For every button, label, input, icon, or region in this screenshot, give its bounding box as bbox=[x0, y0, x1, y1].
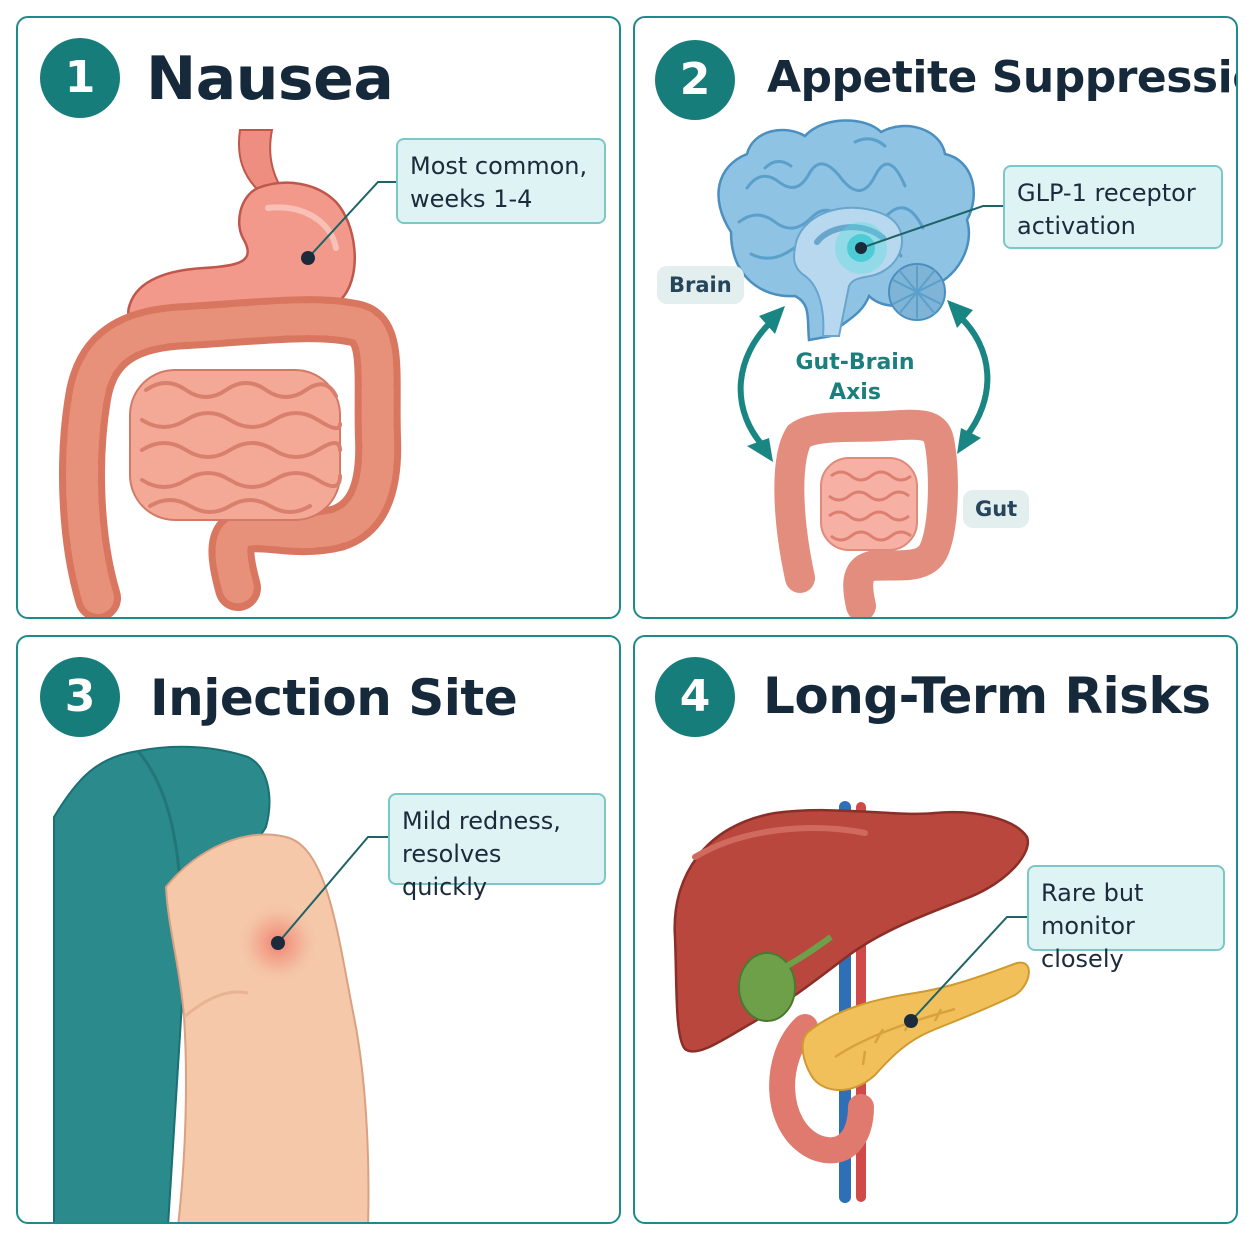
callout-box: Mild redness, resolves quickly bbox=[388, 793, 606, 901]
callout-leader bbox=[307, 181, 398, 259]
upper-arm bbox=[164, 833, 370, 1222]
panel-appetite-suppression: 2 Appetite Suppression GLP-1 receptor ac… bbox=[633, 16, 1238, 619]
panel-injection-site: 3 Injection Site Mild redness, resolves … bbox=[16, 635, 621, 1224]
callout-leader bbox=[277, 836, 388, 944]
gut-brain-axis-label: Gut-Brain Axis bbox=[795, 350, 915, 405]
axis-arrow-right bbox=[954, 311, 991, 440]
gut-label: Gut bbox=[963, 490, 1030, 528]
liver-pancreas-illustration bbox=[673, 801, 1030, 1203]
stomach-intestines-illustration bbox=[59, 129, 402, 617]
pancreas bbox=[801, 961, 1030, 1091]
callout-marker bbox=[904, 1014, 918, 1028]
duodenum bbox=[769, 1014, 874, 1164]
brain-label: Brain bbox=[657, 266, 744, 304]
callout-box: Most common, weeks 1-4 bbox=[396, 138, 606, 224]
callout-marker bbox=[855, 242, 867, 254]
callout-leader bbox=[910, 916, 1027, 1022]
esophagus bbox=[238, 129, 282, 192]
panel-title: Long-Term Risks bbox=[763, 667, 1211, 725]
step-number-badge: 3 bbox=[40, 657, 120, 737]
callout-leader bbox=[860, 205, 1003, 249]
step-number-badge: 1 bbox=[40, 38, 120, 118]
panel-title: Appetite Suppression bbox=[767, 52, 1236, 103]
callout-box: GLP-1 receptor activation bbox=[1003, 165, 1223, 249]
gallbladder bbox=[738, 952, 796, 1022]
panel-long-term-risks: 4 Long-Term Risks Rare but monitor close… bbox=[633, 635, 1238, 1224]
brain-gut-illustration bbox=[717, 119, 1003, 617]
callout-box: Rare but monitor closely bbox=[1027, 865, 1225, 973]
gut bbox=[774, 409, 958, 617]
arm-illustration bbox=[53, 745, 388, 1222]
panel-title: Nausea bbox=[146, 44, 394, 114]
step-number-badge: 4 bbox=[655, 657, 735, 737]
callout-marker bbox=[271, 936, 285, 950]
step-number-badge: 2 bbox=[655, 40, 735, 120]
panel-title: Injection Site bbox=[150, 669, 518, 727]
axis-arrow-left bbox=[737, 315, 778, 451]
panel-nausea: 1 Nausea Most common, weeks 1-4 bbox=[16, 16, 621, 619]
callout-marker bbox=[301, 251, 315, 265]
